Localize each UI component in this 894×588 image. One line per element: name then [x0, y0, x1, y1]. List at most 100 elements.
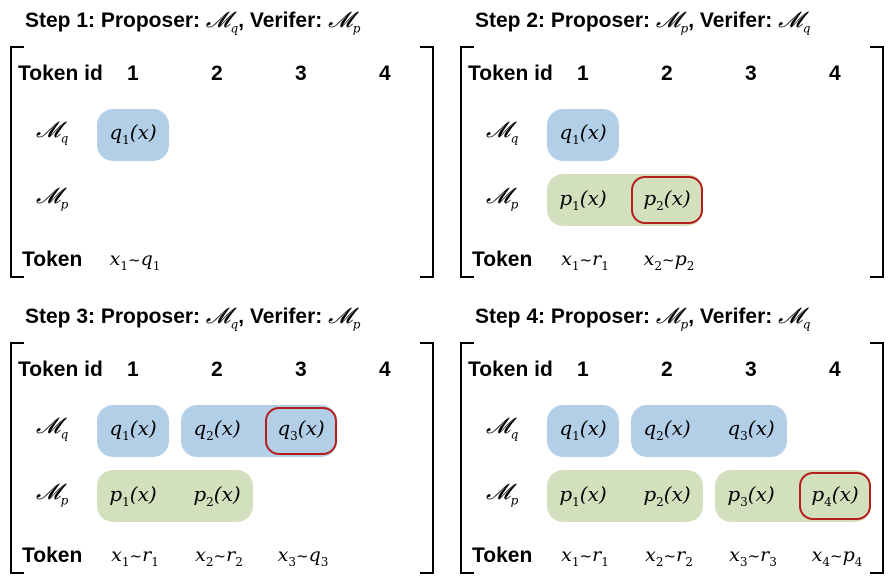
p-prob-arg: (x) — [579, 482, 607, 506]
token-sample-dist-index: 1 — [601, 554, 609, 569]
token-sample-x-index: 4 — [822, 554, 830, 569]
token-id-1: 1 — [577, 358, 589, 381]
token-id-4: 4 — [379, 358, 391, 381]
p-prob-cell: p1(x) — [559, 482, 606, 509]
step-title-prefix: Step 4: Proposer: — [475, 305, 656, 328]
token-sample-x-symbol: x — [811, 544, 823, 566]
q-prob-symbol: q — [109, 416, 123, 440]
token-id-2: 2 — [661, 358, 673, 381]
q-prob-cell: q2(x) — [193, 416, 240, 443]
proposer-model-symbol: 𝓜 — [205, 304, 231, 329]
p-prob-index: 1 — [572, 495, 580, 509]
token-sample-x-index: 3 — [288, 554, 296, 569]
token-sample-x-index: 1 — [571, 258, 580, 273]
p-prob-index: 2 — [656, 199, 664, 213]
token-sample-x-index: 2 — [654, 258, 662, 273]
token-id-4: 4 — [829, 62, 841, 85]
token-sample-dist-index: 4 — [854, 554, 863, 569]
model-p-index: p — [60, 493, 69, 508]
model-q-index: q — [510, 131, 519, 146]
token-sample-dist-index: 3 — [769, 554, 777, 569]
p-prob-index: 2 — [656, 495, 664, 509]
token-sample-op: ~ — [579, 547, 593, 565]
q-prob-arg: (x) — [297, 416, 325, 440]
p-prob-symbol: p — [193, 482, 207, 506]
model-p-index: p — [510, 197, 519, 212]
token-sample: x1~q1 — [110, 248, 161, 273]
model-q-symbol: 𝓜 — [486, 118, 511, 143]
model-p-symbol: 𝓜 — [486, 480, 511, 505]
model-p-index: p — [60, 197, 69, 212]
token-sample-x-index: 2 — [655, 554, 664, 569]
q-prob-cell: q1(x) — [109, 416, 156, 443]
model-p-label: 𝓜p — [36, 184, 68, 211]
p-prob-arg: (x) — [213, 482, 241, 506]
p-prob-symbol: p — [811, 482, 825, 506]
q-prob-cell: q1(x) — [559, 416, 606, 443]
verifier-label: , Verifer: — [688, 9, 779, 32]
proposer-q-pill — [97, 109, 169, 161]
q-prob-index: 1 — [572, 429, 580, 443]
proposer-model-symbol: 𝓜 — [655, 8, 681, 33]
verifier-p-pill — [97, 470, 253, 522]
p-prob-index: 4 — [824, 495, 832, 509]
token-id-3: 3 — [745, 62, 757, 85]
token-sample: x2~p2 — [644, 248, 695, 273]
token-sample-op: ~ — [829, 547, 843, 565]
token-sample-x-index: 1 — [120, 258, 128, 273]
proposer-model-index: q — [230, 21, 239, 36]
q-prob-arg: (x) — [747, 416, 775, 440]
step-title: Step 1: Proposer: 𝓜q, Verifer: 𝓜p — [25, 8, 360, 35]
q-prob-cell: q3(x) — [727, 416, 774, 443]
step-title-prefix: Step 2: Proposer: — [475, 9, 656, 32]
model-p-symbol: 𝓜 — [36, 184, 61, 209]
model-q-symbol: 𝓜 — [486, 414, 511, 439]
q-prob-index: 1 — [122, 429, 130, 443]
p-prob-arg: (x) — [663, 186, 691, 210]
p-prob-cell: p2(x) — [643, 482, 690, 509]
q-prob-symbol: q — [193, 416, 207, 440]
step-title: Step 3: Proposer: 𝓜q, Verifer: 𝓜p — [25, 304, 360, 331]
p-prob-symbol: p — [109, 482, 123, 506]
p-prob-index: 1 — [572, 199, 580, 213]
verifier-model-index: p — [352, 317, 361, 332]
verifier-model: 𝓜p — [328, 8, 360, 35]
proposer-q-pill — [181, 405, 337, 457]
token-row-label: Token — [472, 544, 533, 567]
verifier-p-pill — [547, 470, 703, 522]
p-prob-cell: p2(x) — [643, 186, 690, 213]
verifier-model-symbol: 𝓜 — [778, 8, 803, 33]
matrix-bracket-right — [870, 46, 884, 278]
q-prob-index: 2 — [656, 429, 664, 443]
q-prob-index: 2 — [206, 429, 214, 443]
proposer-model-index: p — [680, 21, 689, 36]
step-title: Step 2: Proposer: 𝓜p, Verifer: 𝓜q — [475, 8, 810, 35]
model-q-label: 𝓜q — [486, 414, 518, 441]
verifier-p-pill — [547, 174, 703, 226]
token-id-header: Token id — [468, 62, 553, 85]
verifier-model-index: q — [802, 317, 811, 332]
q-prob-arg: (x) — [579, 120, 607, 144]
token-id-3: 3 — [745, 358, 757, 381]
token-sample: x3~r3 — [729, 544, 777, 569]
proposer-model-symbol: 𝓜 — [205, 8, 231, 33]
token-sample-x-symbol: x — [561, 248, 572, 270]
p-prob-arg: (x) — [579, 186, 607, 210]
token-sample: x3~q3 — [278, 544, 329, 569]
proposer-model: 𝓜q — [205, 8, 239, 36]
token-sample-dist-symbol: p — [674, 248, 687, 270]
model-p-label: 𝓜p — [486, 184, 518, 211]
q-prob-symbol: q — [559, 416, 573, 440]
model-q-index: q — [60, 427, 69, 442]
verifier-model: 𝓜q — [778, 304, 811, 332]
p-prob-arg: (x) — [747, 482, 775, 506]
token-row-label: Token — [22, 248, 83, 271]
matrix-bracket-right — [420, 342, 434, 574]
token-sample-dist-symbol: r — [142, 544, 152, 566]
q-prob-index: 3 — [290, 429, 298, 443]
rejection-highlight — [631, 176, 703, 224]
verifier-model-index: q — [802, 21, 811, 36]
